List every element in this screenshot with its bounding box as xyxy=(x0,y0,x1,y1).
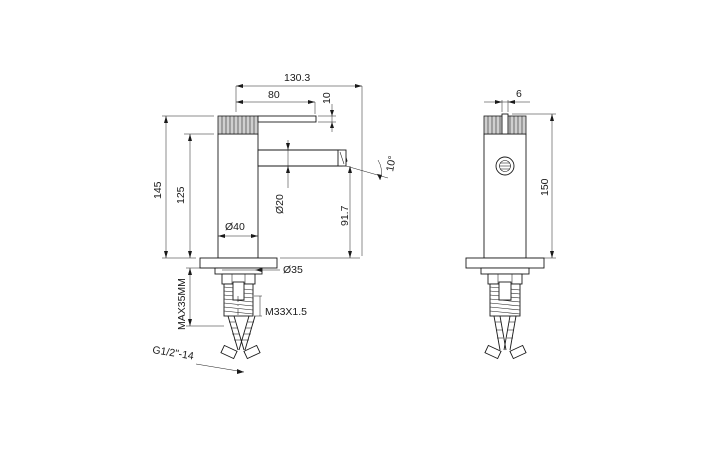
front-view xyxy=(199,115,348,360)
base-plate xyxy=(199,257,278,269)
dim-spout-length: 80 xyxy=(268,89,280,101)
dim-spout-offset: 10 xyxy=(321,92,333,104)
side-body xyxy=(483,133,527,259)
dim-body-diameter: Ø40 xyxy=(225,221,245,233)
dim-side-height: 150 xyxy=(539,178,551,196)
dim-overall-width: 130.3 xyxy=(284,72,310,84)
dim-connector: G1/2"-14 xyxy=(152,344,195,362)
side-flex-hoses xyxy=(484,315,527,360)
flex-hoses xyxy=(220,315,261,360)
side-base-plate xyxy=(465,257,545,269)
dim-spout-height: 91.7 xyxy=(339,205,351,226)
dim-total-height: 145 xyxy=(152,181,164,199)
faucet-body xyxy=(217,133,259,259)
dim-thread: M33X1.5 xyxy=(265,306,307,318)
dim-side-lever-width: 6 xyxy=(516,88,522,100)
dim-body-height: 125 xyxy=(175,186,187,204)
spout xyxy=(257,149,348,167)
side-view xyxy=(465,113,545,360)
dim-base-diameter: Ø35 xyxy=(283,264,303,276)
front-dimensions: 130.3 80 10 145 125 91.7 xyxy=(152,72,399,374)
lever-handle xyxy=(257,115,317,123)
side-lever xyxy=(501,113,509,135)
side-dimensions: 6 150 xyxy=(484,88,556,259)
dim-angle: 10° xyxy=(384,155,399,173)
dim-max-deck: MAX35MM xyxy=(176,278,188,330)
dim-spout-diameter: Ø20 xyxy=(274,194,286,214)
